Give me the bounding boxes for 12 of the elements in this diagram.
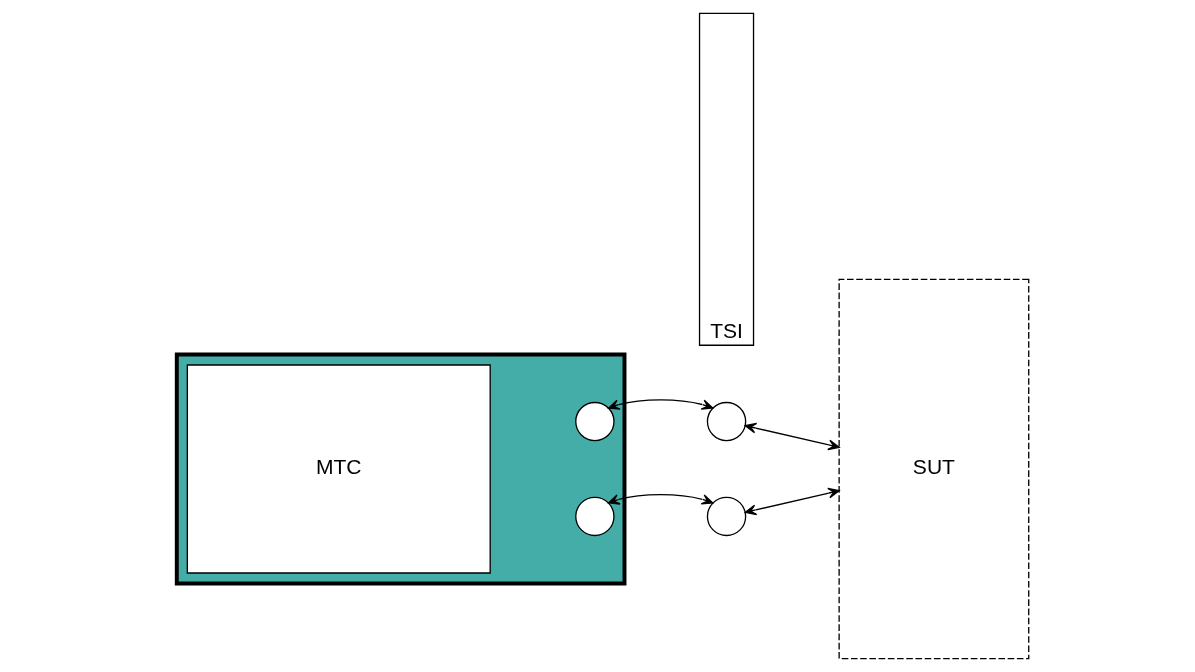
arrow <box>744 422 840 451</box>
node-box: TSI <box>698 12 755 346</box>
node-circle <box>575 496 615 537</box>
arrow <box>607 494 714 505</box>
node-box: MTC <box>186 364 491 574</box>
arrow <box>744 487 840 516</box>
arrow <box>607 399 714 410</box>
node-box: SUT <box>838 278 1030 660</box>
cluster <box>174 352 627 586</box>
node-circle <box>575 401 615 442</box>
node-circle <box>706 496 747 537</box>
node-circle <box>706 401 747 442</box>
